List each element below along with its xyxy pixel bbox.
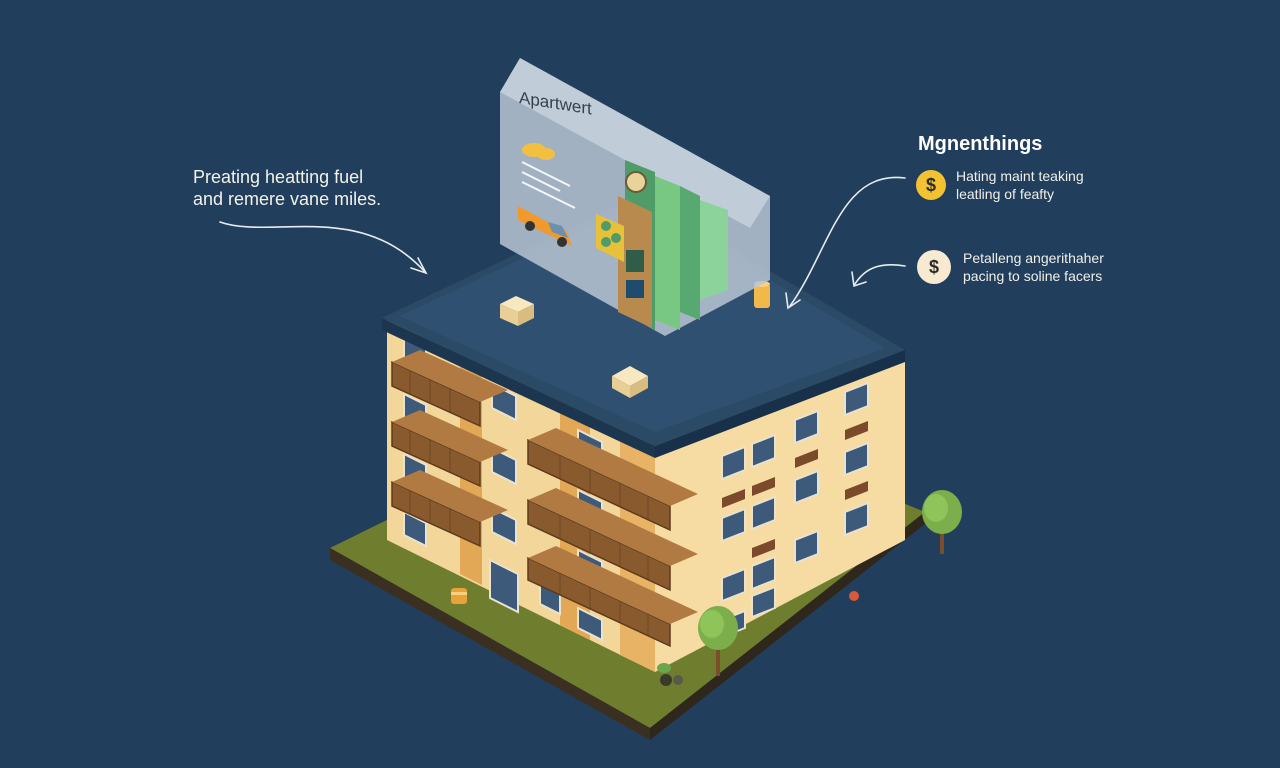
tree-icon-right [922, 490, 962, 554]
cloud-icon [522, 143, 555, 160]
left-arrow [219, 221, 426, 273]
left-caption: Preating heatting fuel and remere vane m… [193, 166, 453, 210]
right-panel-title: Mgnenthings [918, 133, 1043, 155]
right-note-1: $ Hating maint teaking leatling of feaft… [916, 167, 1136, 203]
right-note-1-text: Hating maint teaking leatling of feafty [956, 167, 1136, 203]
dollar-coin-icon: $ [916, 170, 946, 200]
right-note-1-line-2: leatling of feafty [956, 186, 1055, 202]
ground-items [451, 588, 859, 686]
right-note-2: $ Petalleng angerithaher pacing to solin… [917, 249, 1143, 285]
tile-icons [596, 171, 647, 298]
van-icon [518, 206, 572, 247]
mid-arrow [789, 176, 906, 307]
tree-icon-front [698, 606, 738, 676]
lower-arrow [854, 264, 906, 285]
annotation-arrows [219, 176, 906, 310]
left-caption-line-2: and remere vane miles. [193, 189, 382, 209]
glass-info-board [500, 58, 770, 336]
balconies [391, 350, 698, 648]
right-note-1-line-1: Hating maint teaking [956, 168, 1084, 184]
right-facade-vents [722, 421, 868, 558]
right-note-2-text: Petalleng angerithaher pacing to soline … [963, 249, 1143, 285]
left-caption-line-1: Preating heatting fuel [193, 167, 364, 187]
dollar-coin-icon: $ [917, 250, 951, 284]
right-note-2-line-1: Petalleng angerithaher [963, 250, 1104, 266]
right-note-2-line-2: pacing to soline facers [963, 268, 1103, 284]
roof-boxes [500, 296, 648, 398]
entrance-door [489, 558, 519, 614]
right-facade-windows [721, 381, 869, 639]
